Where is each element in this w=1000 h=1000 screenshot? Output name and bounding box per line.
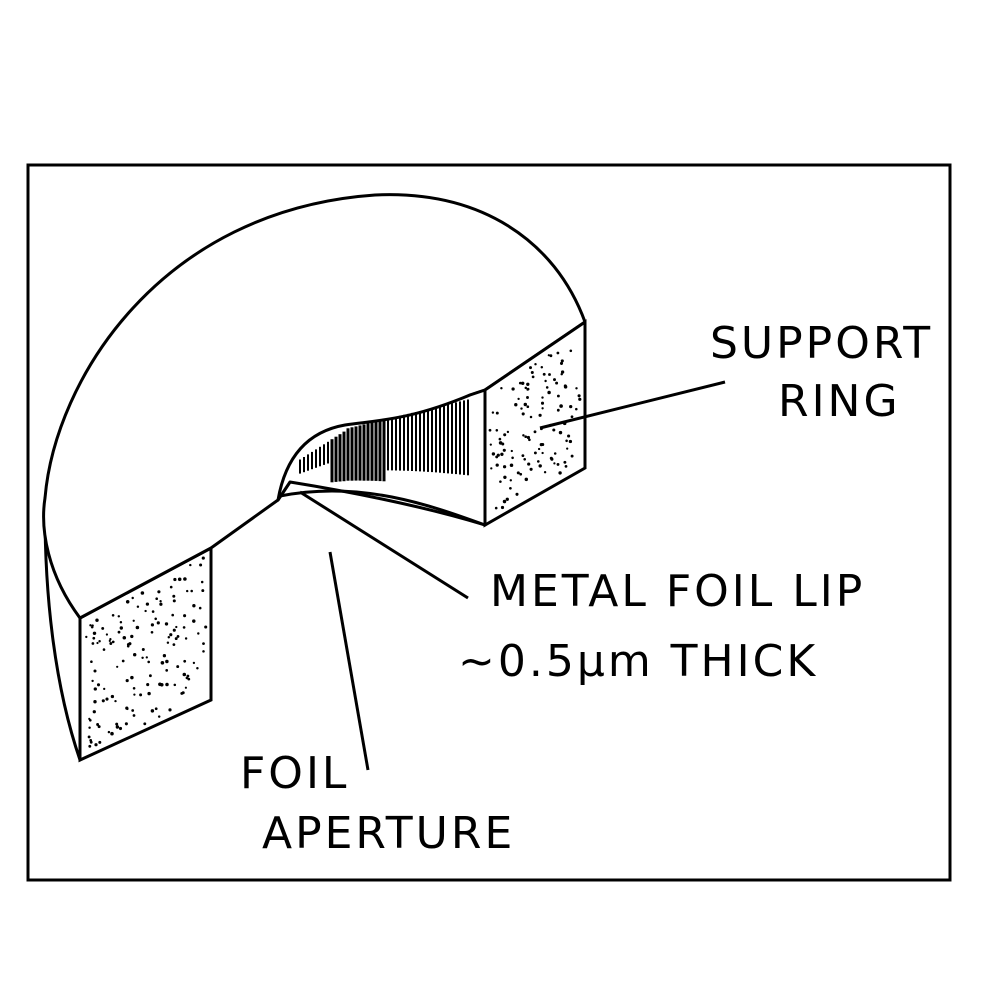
support-ring-label-line1: SUPPORT <box>710 318 934 369</box>
left-cut-face-stipple <box>85 556 208 748</box>
ring-top-surface <box>42 193 587 620</box>
foil-aperture-label-line1: FOIL <box>240 748 350 799</box>
diagram-frame <box>26 163 952 882</box>
right-cut-face-stipple <box>488 349 582 510</box>
metal-foil-lip-label-line2: ~0.5μm THICK <box>458 636 819 687</box>
support-ring-label-line2: RING <box>778 376 901 427</box>
foil-aperture-label-line2: APERTURE <box>262 808 516 859</box>
metal-foil-lip-edge <box>279 489 486 527</box>
metal-foil-lip-label-line1: METAL FOIL LIP <box>490 566 866 617</box>
bore-shading <box>299 399 469 483</box>
metal-foil-lip-leader <box>299 490 469 600</box>
foil-aperture-leader <box>328 551 370 771</box>
support-ring-leader <box>539 380 726 430</box>
